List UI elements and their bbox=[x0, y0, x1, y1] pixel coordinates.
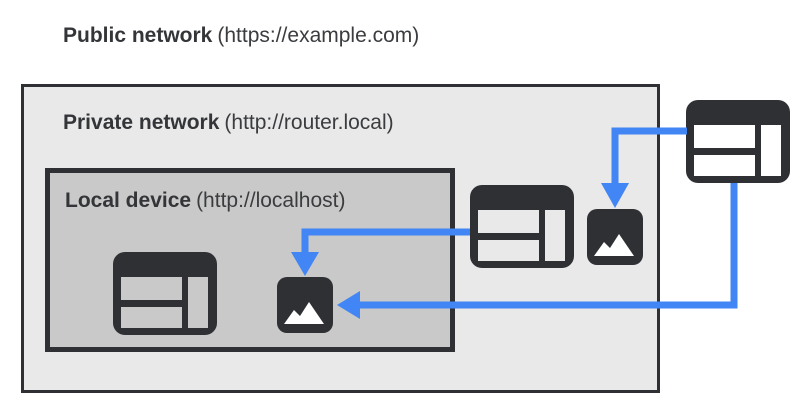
private-network-label: Private network(http://router.local) bbox=[63, 111, 394, 135]
private-network-url: (http://router.local) bbox=[224, 111, 394, 134]
private-network-name: Private network bbox=[63, 111, 220, 134]
local-device-label: Local device(http://localhost) bbox=[65, 189, 345, 213]
public-network-label: Public network(https://example.com) bbox=[63, 24, 419, 48]
public-network-url: (https://example.com) bbox=[217, 24, 420, 47]
local-device-name: Local device bbox=[65, 189, 192, 212]
local-image-icon bbox=[277, 277, 333, 333]
local-device-url: (http://localhost) bbox=[196, 189, 346, 212]
public-browser-window-icon bbox=[686, 100, 790, 183]
private-image-icon bbox=[587, 209, 643, 265]
private-browser-window-icon bbox=[470, 185, 574, 268]
public-network-name: Public network bbox=[63, 24, 213, 47]
local-browser-window-icon bbox=[113, 252, 217, 335]
